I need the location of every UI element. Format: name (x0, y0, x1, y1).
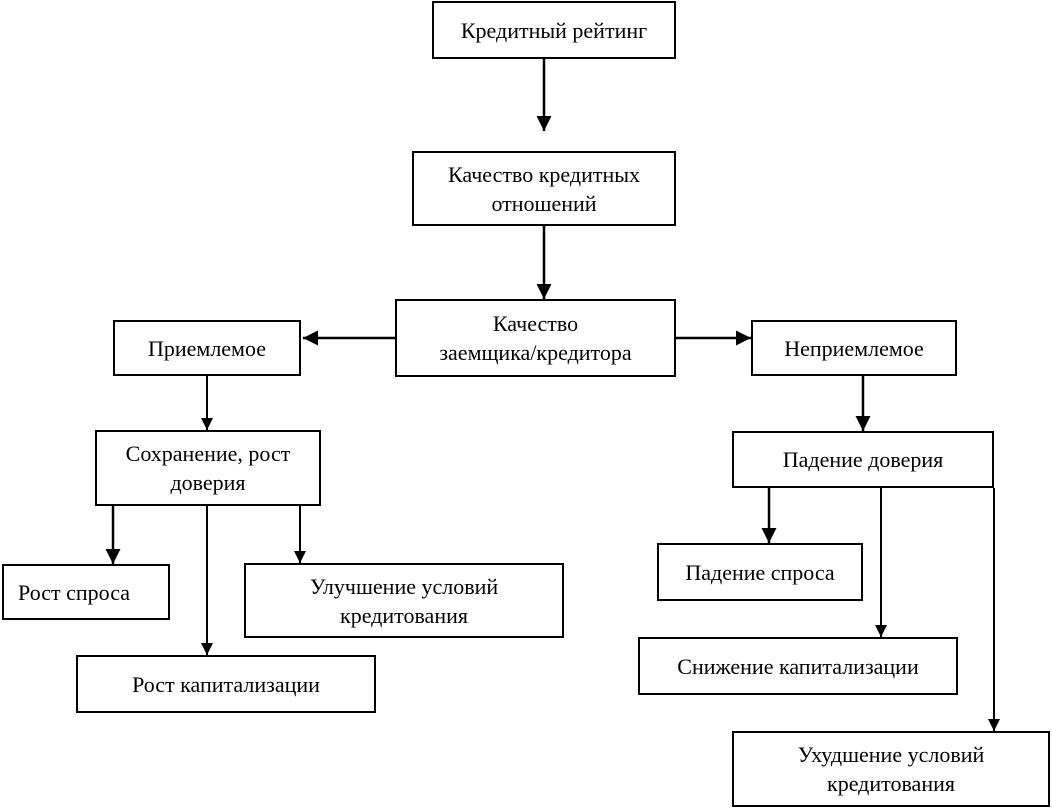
node-unacceptable: Неприемлемое (751, 320, 957, 376)
node-terms-worsening: Ухудшение условий кредитования (732, 731, 1050, 807)
node-borrower-quality: Качество заемщика/кредитора (395, 299, 676, 377)
node-acceptable: Приемлемое (113, 320, 301, 376)
node-demand-growth: Рост спроса (2, 564, 170, 620)
node-trust-growth: Сохранение, рост доверия (95, 430, 321, 506)
node-terms-improvement: Улучшение условий кредитования (244, 563, 564, 638)
node-relationship-quality: Качество кредитных отношений (412, 151, 676, 226)
node-trust-decline: Падение доверия (732, 431, 994, 488)
node-capitalization-growth: Рост капитализации (76, 655, 376, 713)
node-demand-decline: Падение спроса (657, 543, 863, 601)
node-credit-rating: Кредитный рейтинг (432, 1, 676, 59)
node-capitalization-decline: Снижение капитализации (638, 637, 958, 695)
